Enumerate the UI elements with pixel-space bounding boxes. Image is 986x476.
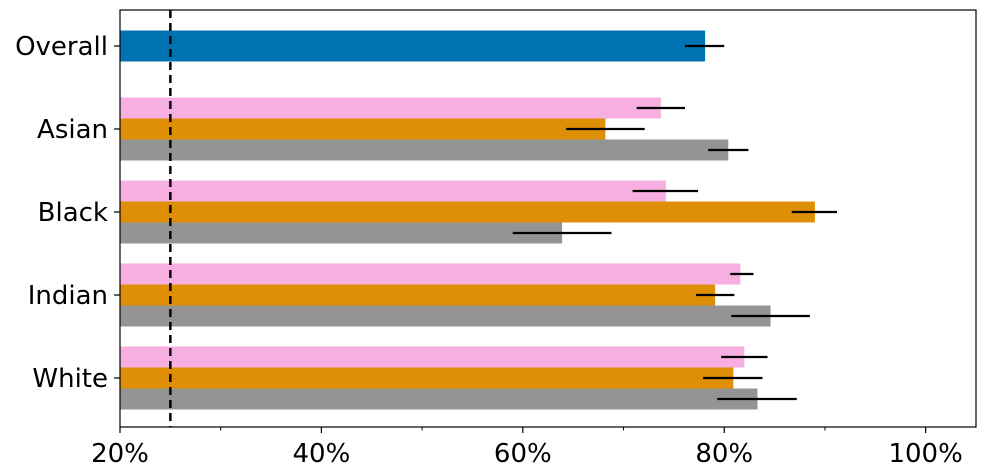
bar-white-series-3 — [120, 388, 758, 410]
x-tick-label: 80% — [695, 439, 753, 469]
bar-indian-series-1 — [120, 263, 741, 285]
x-tick-label: 100% — [888, 439, 962, 469]
bar-white-series-1 — [120, 346, 745, 368]
x-tick-label: 60% — [494, 439, 552, 469]
bar-overall — [120, 30, 706, 62]
bar-indian-series-2 — [120, 284, 716, 306]
bar-white-series-2 — [120, 367, 734, 389]
plot-frame — [119, 9, 977, 428]
x-tick-label: 40% — [293, 439, 351, 469]
bar-asian-series-3 — [120, 139, 729, 161]
bar-asian-series-1 — [120, 97, 661, 119]
y-category-label-overall: Overall — [15, 32, 108, 62]
axes-layer — [119, 9, 977, 428]
x-ticks-layer: 20% 40% 60% 80% 100% — [91, 427, 963, 469]
bar-black-series-1 — [120, 180, 666, 202]
y-category-label-white: White — [32, 364, 108, 394]
bar-indian-series-3 — [120, 305, 771, 327]
bars-layer — [120, 30, 815, 410]
x-tick-label: 20% — [91, 439, 149, 469]
bar-black-series-2 — [120, 201, 815, 223]
bar-black-series-3 — [120, 222, 563, 244]
y-category-label-asian: Asian — [37, 115, 108, 145]
y-category-label-black: Black — [38, 198, 108, 228]
error-bars-layer — [512, 44, 838, 401]
bar-asian-series-2 — [120, 118, 606, 140]
y-category-label-indian: Indian — [28, 281, 108, 311]
